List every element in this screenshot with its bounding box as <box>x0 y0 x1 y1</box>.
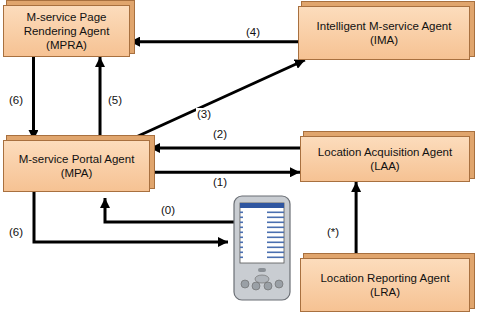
device-wire <box>105 198 236 222</box>
message-arrow <box>150 171 300 174</box>
message-arrow <box>129 60 304 140</box>
message-arrow <box>355 182 358 258</box>
step-number: (*) <box>326 226 340 239</box>
step-number: (2) <box>212 128 228 141</box>
step-number: (4) <box>245 26 261 39</box>
portal-agent-box: M-service Portal Agent (MPA) <box>3 140 150 192</box>
step-number: (6) <box>8 94 24 107</box>
reporting-agent-box: Location Reporting Agent (LRA) <box>300 258 470 312</box>
intelligent-agent-box: Intelligent M-service Agent (IMA) <box>298 6 470 60</box>
message-arrow <box>99 57 102 140</box>
agent-name: Location Acquisition Agent (LAA) <box>307 145 463 173</box>
rendering-agent-box: M-service Page Rendering Agent (MPRA) <box>3 5 130 57</box>
acquisition-agent-box: Location Acquisition Agent (LAA) <box>300 136 470 182</box>
step-number: (1) <box>212 176 228 189</box>
message-arrow <box>130 40 298 43</box>
step-number: (6) <box>8 226 24 239</box>
step-number: (5) <box>107 94 123 107</box>
message-arrow <box>150 146 300 149</box>
step-number: (0) <box>160 204 176 217</box>
device-wire <box>34 192 228 242</box>
agent-name: M-service Page Rendering Agent (MPRA) <box>10 10 123 52</box>
pda-illustration <box>234 196 290 300</box>
agent-name: M-service Portal Agent (MPA) <box>10 152 143 180</box>
agent-name: Intelligent M-service Agent (IMA) <box>305 19 463 47</box>
message-arrow <box>32 57 35 140</box>
step-number: (3) <box>196 108 212 121</box>
agent-name: Location Reporting Agent (LRA) <box>307 271 463 299</box>
